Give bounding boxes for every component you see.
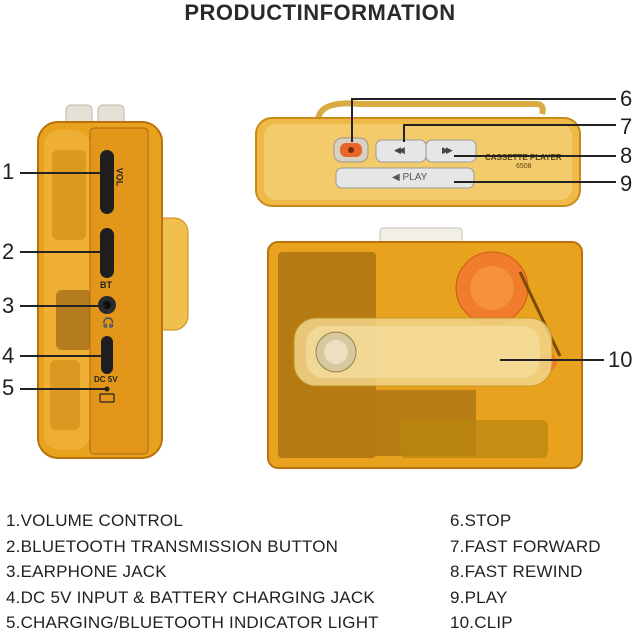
callout-3: 3 — [2, 293, 15, 318]
feature-item: 3.EARPHONE JACK — [6, 562, 167, 581]
callout-5: 5 — [2, 375, 15, 400]
feature-item: 1.VOLUME CONTROL — [6, 511, 184, 530]
callout-2: 2 — [2, 239, 15, 264]
leader-line-6a — [352, 98, 616, 100]
callout-1: 1 — [2, 159, 15, 184]
page-title: PRODUCTINFORMATION — [184, 0, 456, 25]
feature-item: 4.DC 5V INPUT & BATTERY CHARGING JACK — [6, 587, 375, 607]
model-label: 6508 — [516, 163, 532, 170]
leader-line-9 — [454, 181, 616, 183]
callout-7: 7 — [620, 114, 633, 139]
leader-line-7a — [404, 124, 616, 126]
leader-line-2 — [20, 251, 106, 253]
features-list-right: 6.STOP 7.FAST FORWARD 8.FAST REWIND 9.PL… — [450, 508, 601, 636]
feature-item: 8.FAST REWIND — [450, 562, 583, 581]
callout-6: 6 — [620, 86, 633, 111]
feature-item: 5.CHARGING/BLUETOOTH INDICATOR LIGHT — [6, 613, 379, 632]
bt-label: BT — [100, 280, 112, 290]
feature-item: 9.PLAY — [450, 587, 508, 607]
leader-line-1 — [20, 172, 106, 174]
play-button-label: ◀ PLAY — [392, 172, 428, 183]
feature-item: 2.BLUETOOTH TRANSMISSION BUTTON — [6, 536, 339, 556]
leader-line-3 — [20, 305, 106, 307]
feature-item: 7.FAST FORWARD — [450, 536, 601, 556]
leader-line-8 — [454, 155, 616, 157]
callout-4: 4 — [2, 343, 15, 368]
feature-item: 10.CLIP — [450, 613, 513, 632]
leader-line-4 — [20, 355, 106, 357]
leader-line-7b — [403, 124, 405, 142]
rewind-button-label: ◀◀ — [394, 145, 405, 155]
callout-9: 9 — [620, 171, 633, 196]
features-list-left: 1.VOLUME CONTROL 2.BLUETOOTH TRANSMISSIO… — [6, 508, 379, 636]
callout-8: 8 — [620, 143, 633, 168]
leader-line-6b — [351, 98, 353, 142]
forward-button-label: ▶▶ — [442, 145, 453, 155]
dc-label: DC 5V — [94, 375, 118, 384]
leader-line-5 — [20, 388, 106, 390]
callout-10: 10 — [608, 347, 633, 372]
brand-label: CASSETTE PLAYER — [485, 153, 562, 162]
leader-line-10 — [500, 359, 604, 361]
feature-item: 6.STOP — [450, 511, 512, 530]
earphone-icon: 🎧 — [102, 318, 115, 329]
